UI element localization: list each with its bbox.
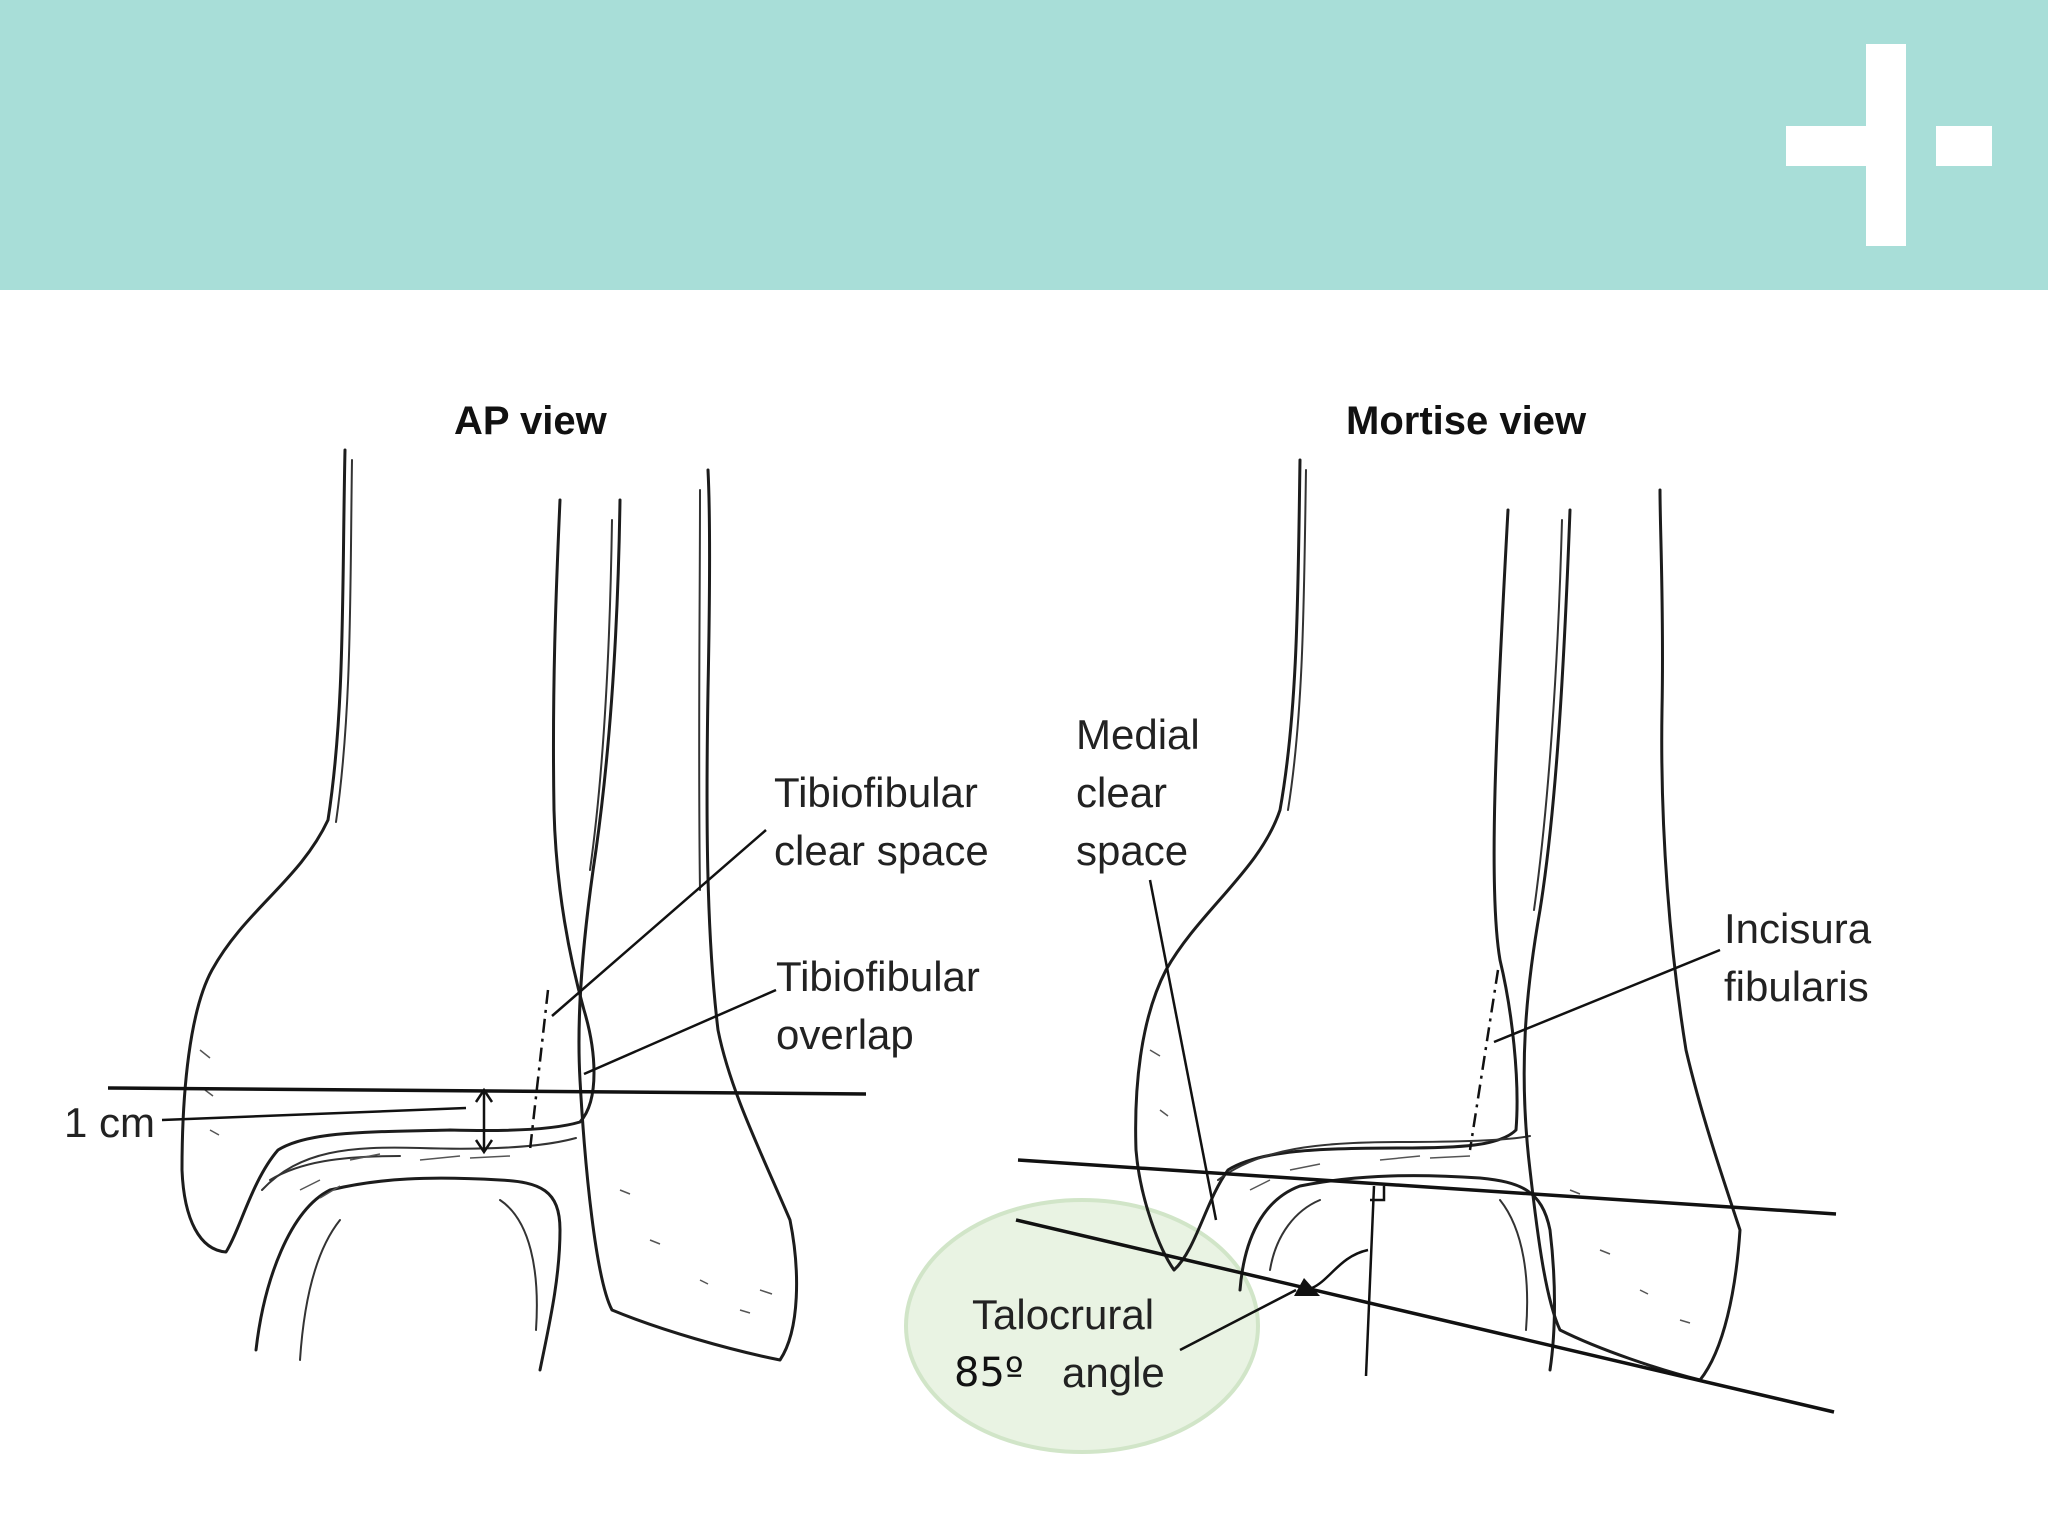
medial-clear-space-label-line1: Medial xyxy=(1076,711,1200,758)
ap-tibia-outline xyxy=(180,448,596,1254)
mortise-tibia-outline xyxy=(1134,458,1519,1272)
talocrural-angle-arc xyxy=(1311,1248,1369,1290)
ap-view-drawing xyxy=(107,448,867,1372)
ap-overlap-dashed-line xyxy=(527,989,550,1152)
tibiofibular-overlap-label-line2: overlap xyxy=(776,1011,914,1058)
medial-clear-space-label-line3: space xyxy=(1076,827,1189,874)
tibiofibular-clear-space-label-line1: Tibiofibular xyxy=(774,769,978,816)
incisura-leader-line xyxy=(1493,948,1721,1044)
mortise-view-drawing xyxy=(904,458,1837,1454)
talocrural-angle-leader-line xyxy=(1179,1288,1297,1352)
plus-minus-logo-icon xyxy=(1786,44,1992,246)
tibiofibular-clear-space-label-line2: clear space xyxy=(774,827,989,874)
talocrural-angle-value: 85º xyxy=(954,1350,1024,1396)
ap-1cm-label: 1 cm xyxy=(64,1099,156,1146)
medial-clear-space-leader-line xyxy=(1148,879,1218,1221)
mortise-malleolar-reference-line xyxy=(1015,1218,1835,1414)
header-band xyxy=(0,0,2048,290)
mortise-view-title: Mortise view xyxy=(1346,399,1587,443)
mortise-plafond-reference-line xyxy=(1017,1158,1837,1216)
talocrural-angle-label-line2: angle xyxy=(1062,1349,1165,1396)
talocrural-angle-label-line1: Talocrural xyxy=(972,1291,1155,1338)
medial-clear-space-label-line2: clear xyxy=(1076,769,1168,816)
mortise-perpendicular-line xyxy=(1364,1185,1376,1377)
ap-clear-space-leader-line xyxy=(551,829,767,1017)
mortise-fibula-outline xyxy=(1522,488,1742,1382)
ap-overlap-leader-line xyxy=(583,988,777,1076)
mortise-incisura-dashed-line xyxy=(1468,969,1500,1151)
ankle-radiograph-figure: AP view 1 cm Tibiofibular clear space Ti… xyxy=(0,290,2048,1536)
ap-1cm-leader-line xyxy=(161,1106,467,1122)
incisura-fibularis-label-line2: fibularis xyxy=(1724,963,1869,1010)
mortise-talus-outline xyxy=(1238,1174,1556,1372)
figure-drawing xyxy=(107,448,1837,1454)
tibiofibular-overlap-label-line1: Tibiofibular xyxy=(776,953,980,1000)
incisura-fibularis-label-line1: Incisura xyxy=(1724,905,1872,952)
ap-view-title: AP view xyxy=(454,399,607,443)
ap-horizontal-reference-line xyxy=(107,1086,867,1096)
ap-fibula-outline xyxy=(577,468,799,1362)
ap-talus-outline xyxy=(254,1176,562,1372)
